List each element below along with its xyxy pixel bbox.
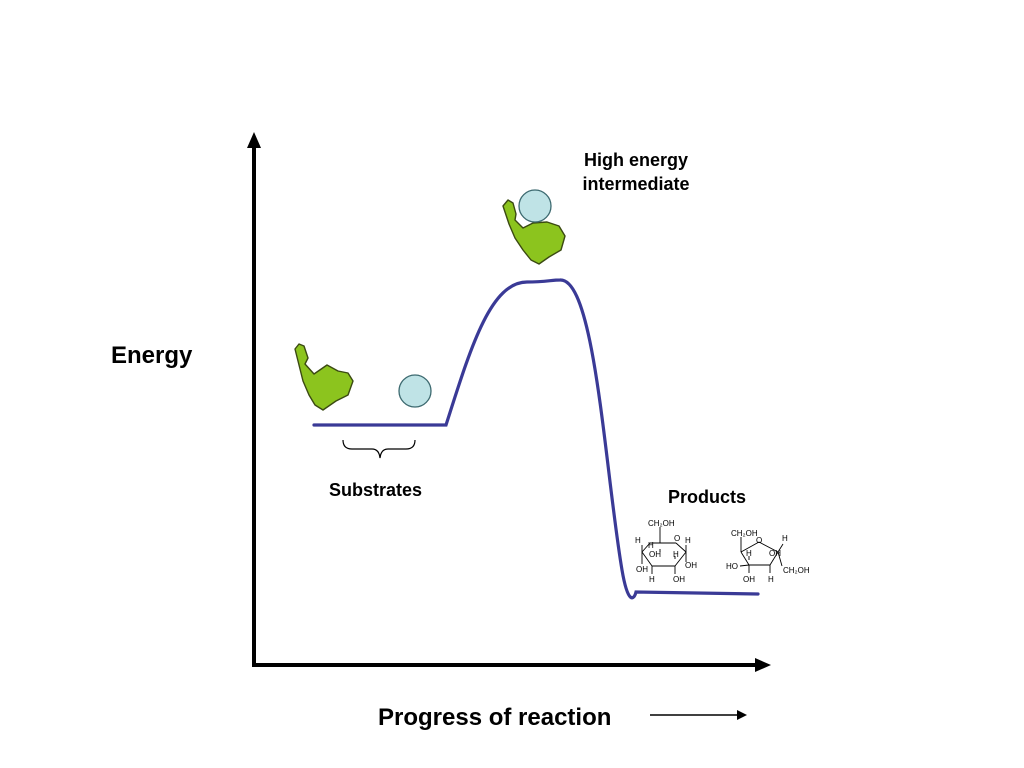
fructose-ring-o: O [756,536,762,545]
glucose-top: CH₂OH [648,519,675,528]
glucose-h-inner: H [648,541,654,550]
fructose-h-mid: H [746,549,752,558]
enzyme-substrate-state [294,343,354,411]
fructose-ho-left: HO [726,562,738,571]
glucose-h-left: H [635,536,641,545]
substrates-brace [342,439,416,459]
x-axis-label: Progress of reaction [378,704,612,731]
glucose-ring-o: O [674,534,680,543]
substrate-circle [398,374,432,408]
bound-substrate-circle [518,189,552,223]
glucose-structure: CH₂OH O H H H OH H OH OH H OH [635,519,697,584]
fructose-oh-bottom: OH [743,575,755,584]
y-axis-arrowhead [247,132,261,148]
glucose-h-right: H [685,536,691,545]
enzyme-bound-shape [502,199,566,265]
glucose-oh-right: OH [685,561,697,570]
glucose-h-bottom: H [649,575,655,584]
y-axis-label: Energy [111,342,193,369]
fructose-structure: CH₂OH O H H OH HO CH₂OH OH H [726,529,810,584]
products-label: Products [668,487,747,507]
glucose-oh-mid: OH [649,550,661,559]
glucose-oh-bottom: OH [673,575,685,584]
glucose-oh-left: OH [636,565,648,574]
fructose-h-right: H [782,534,788,543]
fructose-h-bottom: H [768,575,774,584]
progress-arrow-head [737,710,747,720]
fructose-top: CH₂OH [731,529,758,538]
fructose-oh-mid: OH [769,549,781,558]
x-axis-arrowhead [755,658,771,672]
energy-curve [312,278,760,600]
fructose-ch2oh-right: CH₂OH [783,566,810,575]
substrates-label: Substrates [329,480,423,500]
enzyme-intermediate-state [502,199,566,265]
intermediate-label: High energy intermediate [582,150,690,194]
glucose-h-mid: H [673,550,679,559]
enzyme-shape [294,343,354,411]
